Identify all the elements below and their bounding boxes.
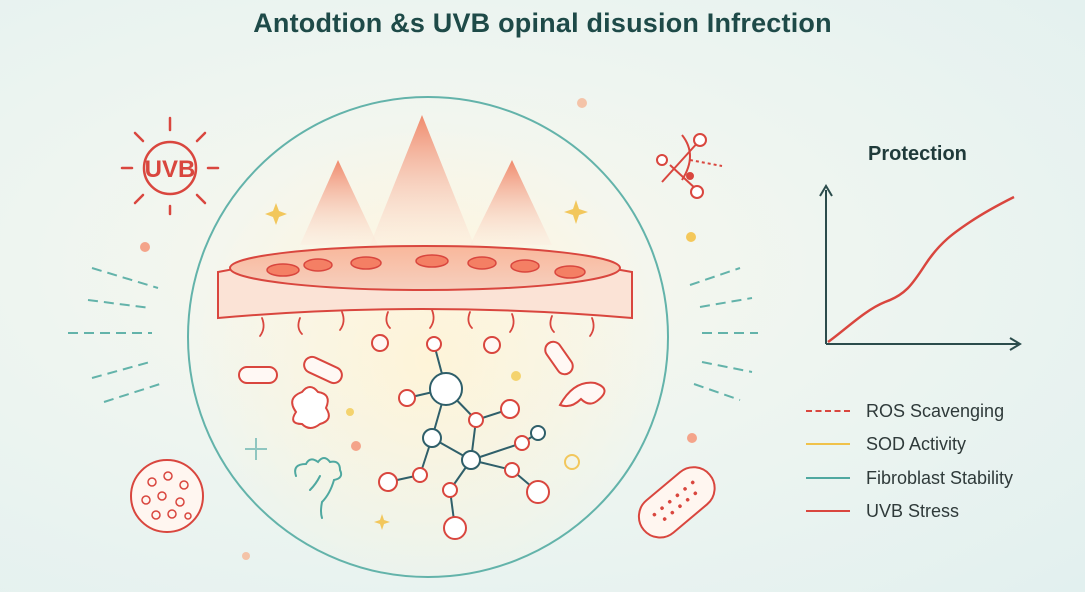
- cell-left-icon: [130, 459, 204, 533]
- legend-swatch: [806, 510, 850, 512]
- uv-rays-left: [68, 267, 161, 403]
- y-axis-arrow: [819, 184, 833, 197]
- cleavage-icon: [656, 133, 723, 199]
- legend-fibroblast-stability: Fibroblast Stability: [806, 467, 1013, 489]
- legend-label: Fibroblast Stability: [866, 467, 1014, 488]
- sparkles: [265, 200, 588, 530]
- uv-rays-right: [689, 267, 758, 401]
- legend-swatch: [806, 477, 850, 479]
- legend-label: UVB Stress: [866, 500, 960, 521]
- uvb-label: UVB: [145, 156, 196, 183]
- cell-cluster-icon: [291, 386, 330, 429]
- bacterium-icon: [637, 466, 716, 539]
- plus-icon: [245, 438, 267, 460]
- chart-title: Protection: [868, 143, 967, 165]
- x-axis-arrow: [1009, 337, 1022, 351]
- fibroblast-icon: [294, 457, 343, 519]
- legend-swatch: [806, 443, 850, 445]
- skin-circle: [187, 96, 669, 578]
- uvb-sun-icon: [120, 116, 220, 216]
- protection-chart: [819, 184, 1022, 351]
- legend-sod-activity: SOD Activity: [806, 433, 966, 455]
- antioxidant-molecule: [378, 336, 550, 540]
- protection-curve: [827, 195, 1015, 344]
- page-title: Antodtion &s UVB opinal disusion Infrect…: [253, 8, 832, 38]
- legend-swatch: [806, 410, 850, 412]
- legend-ros-scavenging: ROS Scavenging: [806, 400, 1004, 422]
- decor-dots: [140, 98, 697, 560]
- legend-uvb-stress: UVB Stress: [806, 500, 959, 522]
- legend-label: ROS Scavenging: [866, 400, 1005, 421]
- free-radicals: [238, 334, 606, 408]
- uv-peaks: [300, 115, 552, 245]
- legend-label: SOD Activity: [866, 433, 967, 454]
- skin-layer: [217, 245, 633, 337]
- cell-glow: [188, 97, 668, 577]
